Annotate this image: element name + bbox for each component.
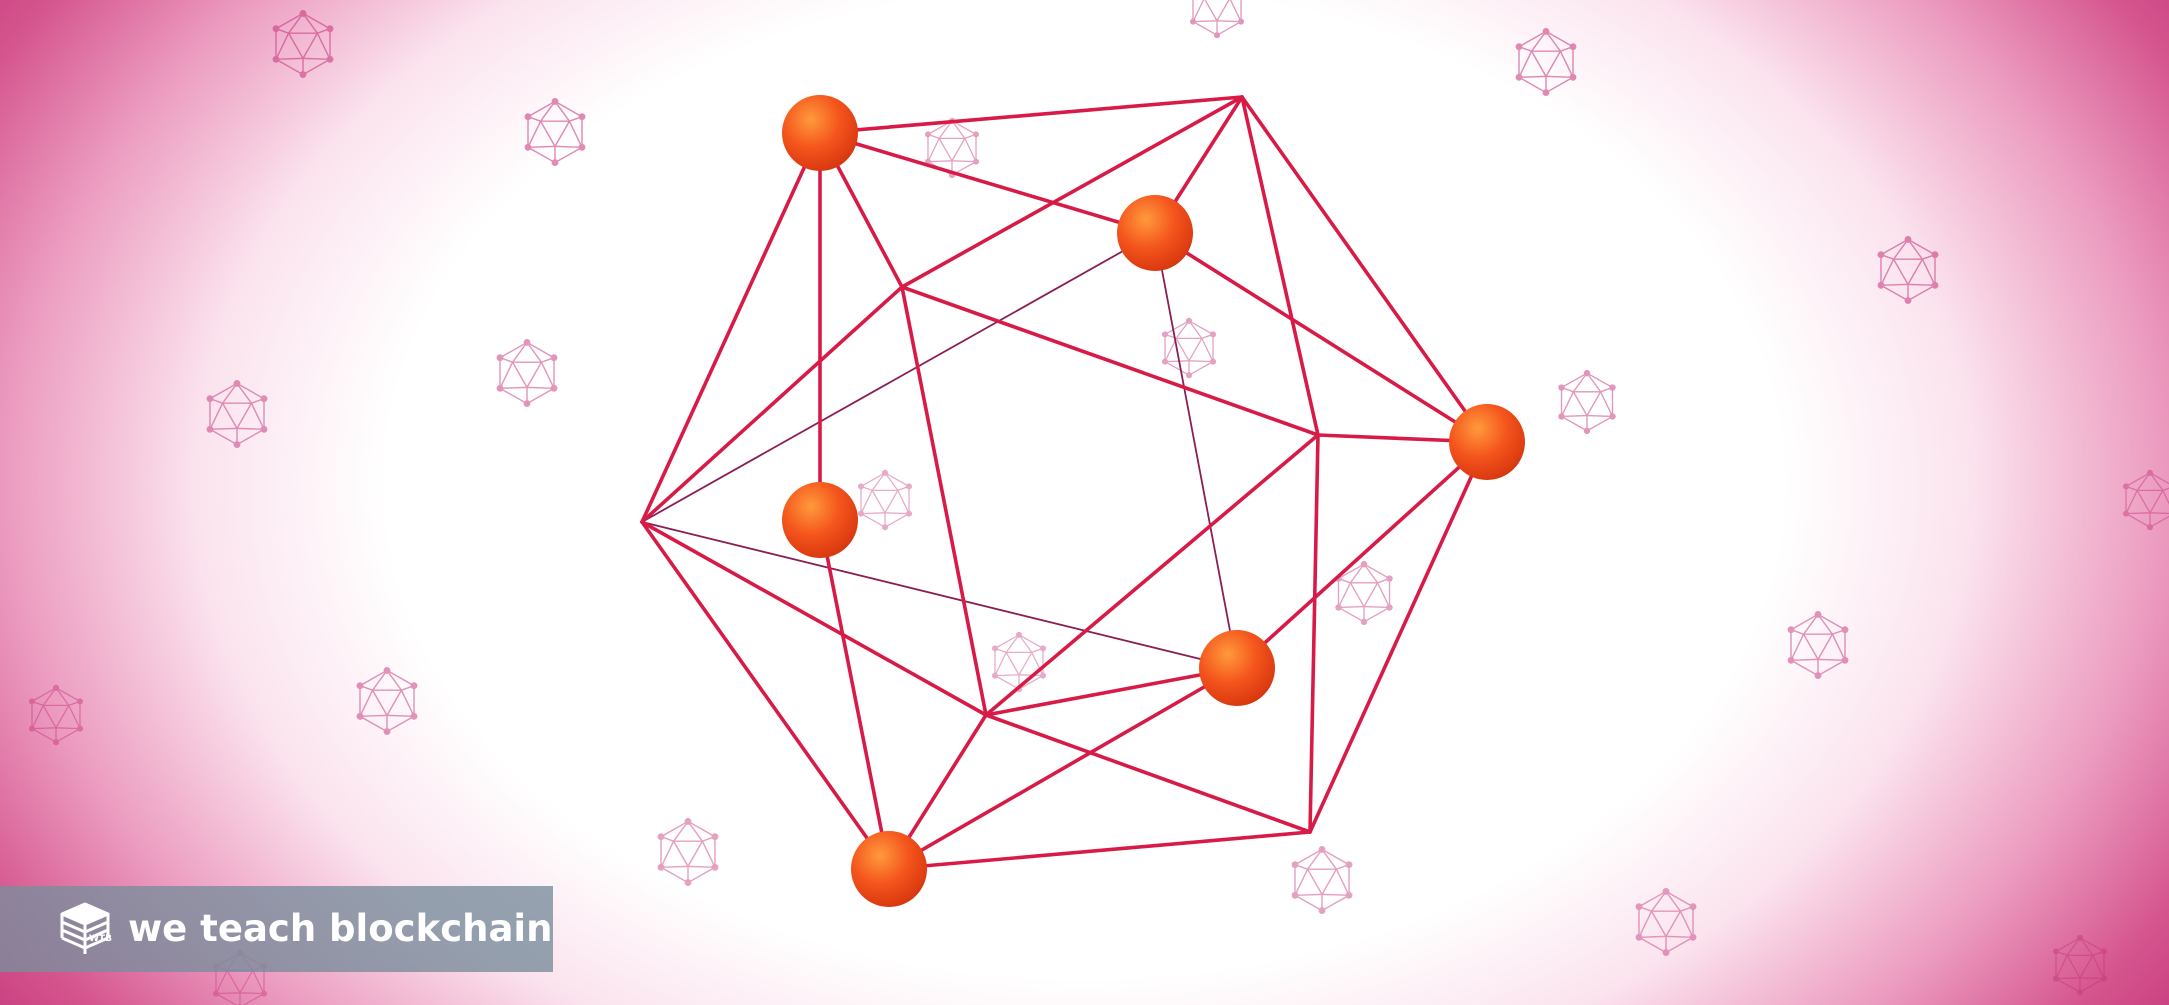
node-sphere (782, 482, 858, 558)
mini-icosahedron-icon (1189, 0, 1245, 39)
edge-line (1235, 440, 1489, 670)
stacked-books-icon: WTB (60, 902, 112, 954)
edge-line (1308, 433, 1320, 834)
brand-name: we teach blockchain (128, 907, 553, 950)
mini-icosahedron-icon (1291, 845, 1353, 915)
edge-line (640, 131, 822, 524)
mini-icosahedron-icon (524, 97, 586, 167)
mini-icosahedron-icon (356, 666, 418, 736)
mini-icosahedron-icon (2052, 934, 2108, 996)
edge-line (1154, 232, 1238, 669)
mini-icosahedron-icon (657, 817, 719, 887)
nodes (782, 95, 1525, 907)
mini-icosahedron-icon (1787, 610, 1849, 680)
mini-icosahedron-icon (1515, 27, 1577, 97)
brand-bar: WTB we teach blockchain (0, 886, 553, 972)
mini-icosahedron-icon (1161, 317, 1217, 379)
mini-icosahedron-icon (2122, 469, 2169, 531)
mini-icosahedron-icon (1558, 369, 1616, 435)
edge-line (818, 518, 891, 871)
edge-line (887, 830, 1312, 871)
edge-line (984, 713, 1312, 834)
mini-icosahedron-icon (28, 684, 84, 746)
node-sphere (1449, 404, 1525, 480)
mini-icosahedron-icon (857, 469, 913, 531)
node-sphere (1199, 630, 1275, 706)
edge-line (900, 95, 1244, 289)
svg-text:WTB: WTB (89, 934, 112, 944)
node-sphere (1117, 195, 1193, 271)
edge-line (984, 666, 1239, 717)
node-sphere (782, 95, 858, 171)
edge-line (900, 285, 988, 717)
edge-line (1153, 231, 1489, 444)
node-sphere (851, 831, 927, 907)
back-edges (641, 232, 1238, 669)
mini-icosahedron-icon (1635, 887, 1697, 957)
edge-line (1308, 440, 1489, 834)
edge-line (641, 521, 1238, 669)
edge-line (641, 232, 1156, 523)
mini-icosahedron-icon (1877, 235, 1939, 305)
edge-line (640, 285, 904, 524)
edge-line (818, 95, 1244, 135)
edge-line (640, 520, 891, 871)
mini-icosahedron-icon (991, 631, 1047, 693)
edge-line (818, 131, 1157, 235)
front-edges (640, 95, 1489, 871)
edge-line (1240, 95, 1320, 437)
mini-icosahedron-icon (272, 9, 334, 79)
edge-line (887, 666, 1239, 871)
background-pattern (28, 0, 2169, 1005)
edge-line (640, 520, 988, 717)
mini-icosahedron-icon (496, 338, 558, 408)
edge-line (1240, 95, 1489, 444)
edge-line (900, 285, 1320, 437)
mini-icosahedron-icon (206, 379, 268, 449)
edge-line (984, 433, 1320, 717)
